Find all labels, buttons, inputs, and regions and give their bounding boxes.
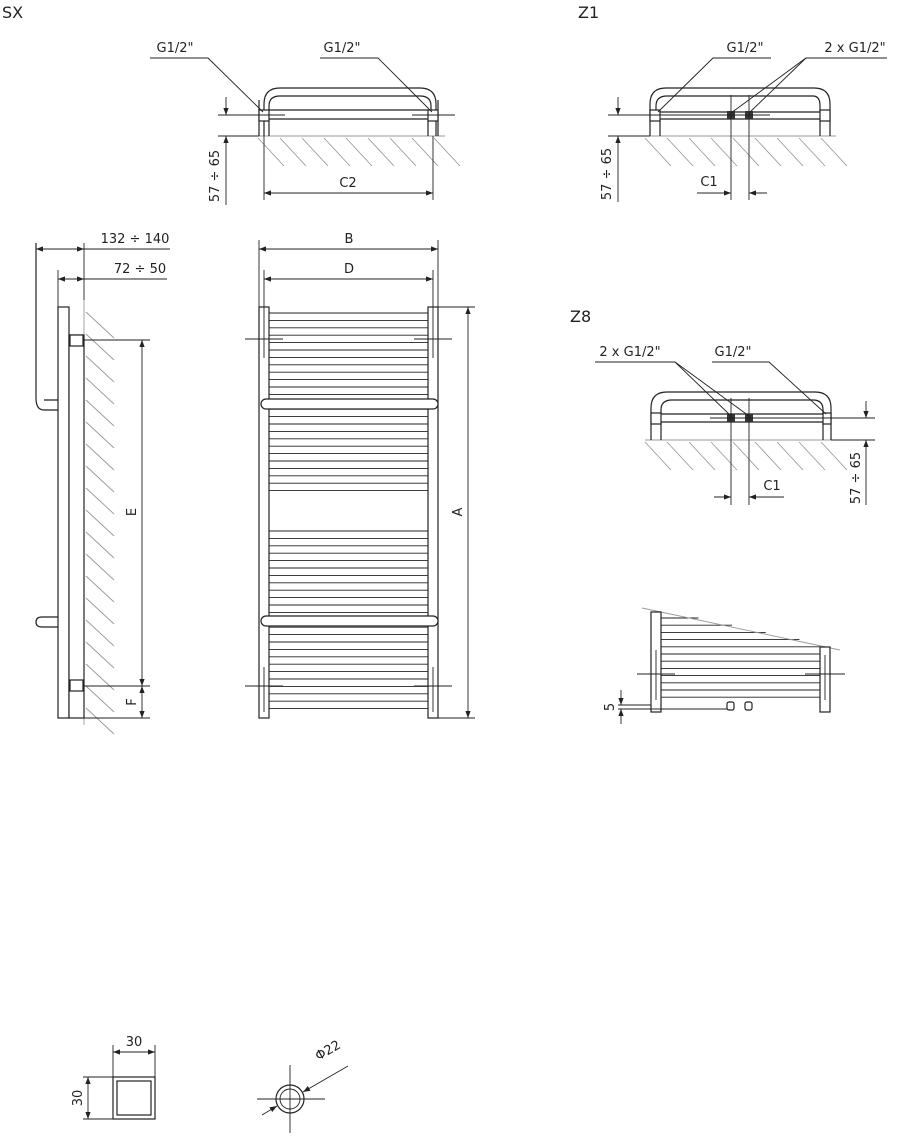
square-profile: 30 30 <box>71 1035 156 1120</box>
hatch-line <box>411 137 439 167</box>
connector-left <box>258 109 270 122</box>
towel-bar-lower <box>35 616 58 628</box>
z1-conn-single-label: G1/2" <box>727 41 764 56</box>
hatch-line <box>85 685 115 713</box>
hatch-line <box>85 333 115 361</box>
hatch-line <box>85 509 115 537</box>
sx-depth-label: 57 ÷ 65 <box>208 150 223 202</box>
hatch-line <box>732 441 760 471</box>
round-profile: Φ22 <box>257 1038 349 1133</box>
hatch-line <box>85 707 115 735</box>
hatch-line <box>389 137 417 167</box>
z8-view: Z8 57 ÷ 65 C1 2 x G1/2" G1/2" <box>570 307 875 505</box>
front-dim-b-label: B <box>345 232 354 247</box>
sx-conn-left-label: G1/2" <box>157 41 194 56</box>
hatch-line <box>85 443 115 471</box>
side-dim-e-label: E <box>125 508 140 516</box>
hatch-line <box>85 399 115 427</box>
hatch-line <box>798 137 826 167</box>
sx-view: SX 57 ÷ 65 C2 G1/2" G1/2" <box>2 3 461 205</box>
hatch-line <box>644 137 672 167</box>
hatch-line <box>798 441 826 471</box>
z8-offset-label: 5 <box>603 703 618 711</box>
hatch-line <box>367 137 395 167</box>
hatch-line <box>754 441 782 471</box>
hatch-line <box>820 137 848 167</box>
wall-hatch <box>257 137 461 167</box>
sx-conn-right-label: G1/2" <box>324 41 361 56</box>
z1-depth-label: 57 ÷ 65 <box>600 148 615 200</box>
hatch-line <box>85 553 115 581</box>
hatch-line <box>666 137 694 167</box>
z1-view: Z1 57 ÷ 65 C1 G1/2" 2 x G1/2" <box>578 3 887 202</box>
z8-depth-label: 57 ÷ 65 <box>849 452 864 504</box>
square-height-label: 30 <box>71 1090 86 1107</box>
z8-conn-single-label: G1/2" <box>715 345 752 360</box>
hatch-line <box>85 641 115 669</box>
z1-spacing-label: C1 <box>700 175 717 190</box>
side-depth-total-label: 132 ÷ 140 <box>101 232 170 247</box>
hatch-line <box>644 441 672 471</box>
round-diameter-label: Φ22 <box>313 1038 344 1064</box>
front-dim-a-label: A <box>451 507 466 516</box>
sx-spacing-label: C2 <box>339 176 356 191</box>
front-view: B D A <box>245 232 475 719</box>
left-column <box>258 306 270 719</box>
hatch-line <box>666 441 694 471</box>
connector-right <box>427 109 439 122</box>
hatch-line <box>820 441 848 471</box>
pipe-outline <box>263 87 437 136</box>
hatch-line <box>776 137 804 167</box>
hatch-line <box>688 441 716 471</box>
hatch-line <box>85 377 115 405</box>
hatch-line <box>257 137 285 167</box>
hatch-line <box>85 311 115 339</box>
hatch-line <box>776 441 804 471</box>
right-column <box>427 306 439 719</box>
hatch-line <box>85 465 115 493</box>
z8-spacing-label: C1 <box>763 479 780 494</box>
hatch-line <box>85 355 115 383</box>
towel-bar-upper <box>35 243 58 411</box>
z8-front-view: 5 <box>603 607 845 724</box>
hatch-line <box>85 597 115 625</box>
z8-conn-double-label: 2 x G1/2" <box>599 345 660 360</box>
hatch-line <box>85 531 115 559</box>
hatch-line <box>85 487 115 515</box>
side-depth-wall-label: 72 ÷ 50 <box>114 262 166 277</box>
hatch-line <box>688 137 716 167</box>
z1-title: Z1 <box>578 3 599 22</box>
side-view: 132 ÷ 140 72 ÷ 50 E F <box>35 232 170 735</box>
hatch-line <box>323 137 351 167</box>
hatch-line <box>754 137 782 167</box>
hatch-line <box>732 137 760 167</box>
hatch-line <box>279 137 307 167</box>
hatch-line <box>710 137 738 167</box>
hatch-line <box>433 137 461 167</box>
hatch-line <box>85 619 115 647</box>
hatch-line <box>345 137 373 167</box>
hatch-line <box>85 575 115 603</box>
side-dim-f-label: F <box>125 698 140 705</box>
z1-conn-double-label: 2 x G1/2" <box>824 41 885 56</box>
hatch-line <box>85 421 115 449</box>
front-dim-d-label: D <box>344 262 354 277</box>
z8-title: Z8 <box>570 307 591 326</box>
sx-title: SX <box>2 3 23 22</box>
hatch-line <box>710 441 738 471</box>
hatch-line <box>301 137 329 167</box>
square-width-label: 30 <box>126 1035 143 1050</box>
